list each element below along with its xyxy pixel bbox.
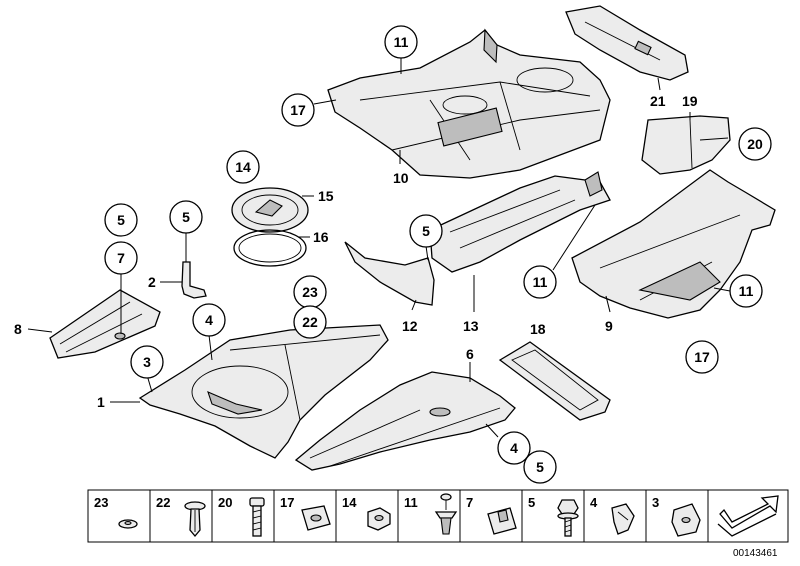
- part-10-underbody-shield: [327, 28, 611, 179]
- arrow-icon: [717, 495, 779, 537]
- callout-circle-14: 14: [226, 150, 260, 184]
- part-19-bracket-box: [641, 115, 731, 175]
- svg-text:4: 4: [205, 312, 213, 328]
- svg-text:5: 5: [117, 212, 125, 228]
- part-9-side-shield: [571, 169, 776, 319]
- callout-15: 15: [318, 188, 334, 204]
- callout-circle-17-left: 17: [281, 93, 315, 127]
- svg-text:22: 22: [302, 314, 318, 330]
- svg-text:17: 17: [290, 102, 306, 118]
- part-13-center-shield: [429, 171, 611, 273]
- legend-label-14: 14: [342, 495, 357, 510]
- svg-text:11: 11: [739, 283, 754, 299]
- clip-nut-icon: [301, 505, 331, 531]
- legend-label-17: 17: [280, 495, 294, 510]
- callout-13: 13: [463, 318, 479, 334]
- legend-cell-23: [87, 489, 151, 543]
- callout-circle-4-left: 4: [192, 303, 226, 337]
- legend-label-11: 11: [404, 495, 418, 510]
- callout-6: 6: [466, 346, 474, 362]
- legend-label-4: 4: [590, 495, 598, 510]
- legend-label-20: 20: [218, 495, 232, 510]
- callout-circle-11-center: 11: [523, 265, 557, 299]
- speed-nut-icon: [671, 503, 701, 537]
- callout-circle-5-b: 5: [169, 200, 203, 234]
- hex-nut-icon: [367, 507, 391, 531]
- expanding-rivet-icon: [184, 501, 206, 538]
- callout-circle-5-c: 5: [409, 214, 443, 248]
- part-1-front-shield: [138, 324, 389, 459]
- svg-text:5: 5: [182, 209, 190, 225]
- part-2-bracket: [181, 261, 207, 299]
- block-clip-icon: [487, 507, 517, 535]
- callout-19: 19: [682, 93, 698, 109]
- callout-circle-23: 23: [293, 275, 327, 309]
- callout-circle-20: 20: [738, 127, 772, 161]
- callout-9: 9: [605, 318, 613, 334]
- svg-text:5: 5: [422, 223, 430, 239]
- part-12-curved-panel: [344, 241, 435, 306]
- callout-18: 18: [530, 321, 546, 337]
- svg-text:11: 11: [394, 34, 409, 50]
- part-8-rail: [49, 289, 161, 359]
- part-21-air-duct: [565, 5, 689, 81]
- document-number: 00143461: [733, 548, 778, 559]
- callout-circle-7: 7: [104, 241, 138, 275]
- callout-12: 12: [402, 318, 418, 334]
- legend-label-3: 3: [652, 495, 659, 510]
- callout-8: 8: [14, 321, 22, 337]
- spring-clip-icon: [611, 503, 635, 535]
- svg-text:5: 5: [536, 459, 544, 475]
- svg-text:7: 7: [117, 250, 125, 266]
- push-rivet-icon: [434, 493, 458, 535]
- svg-text:14: 14: [235, 159, 251, 175]
- svg-text:3: 3: [143, 354, 151, 370]
- callout-circle-22: 22: [293, 305, 327, 339]
- callout-circle-4-right: 4: [497, 431, 531, 465]
- callout-2: 2: [148, 274, 156, 290]
- svg-text:17: 17: [694, 349, 710, 365]
- callout-16: 16: [313, 229, 329, 245]
- callout-circle-5-d: 5: [523, 450, 557, 484]
- hex-screw-icon: [557, 499, 579, 537]
- svg-text:4: 4: [510, 440, 518, 456]
- svg-text:20: 20: [747, 136, 763, 152]
- legend-label-22: 22: [156, 495, 170, 510]
- legend-label-23: 23: [94, 495, 108, 510]
- bolt-icon: [249, 497, 265, 537]
- part-16-gasket-ring: [233, 229, 307, 267]
- callout-circle-3: 3: [130, 345, 164, 379]
- legend-strip: 23 22 20 17 14 11 7 5 4 3: [87, 489, 789, 543]
- washer-icon: [118, 519, 138, 529]
- legend-label-7: 7: [466, 495, 473, 510]
- callout-1: 1: [97, 394, 105, 410]
- callout-circle-5-a: 5: [104, 203, 138, 237]
- part-15-cover-disc: [231, 187, 309, 233]
- callout-circle-11-top: 11: [384, 25, 418, 59]
- part-18-grille: [498, 341, 611, 421]
- legend-label-5: 5: [528, 495, 535, 510]
- svg-text:23: 23: [302, 284, 318, 300]
- svg-text:11: 11: [533, 274, 548, 290]
- callout-circle-17-right: 17: [685, 340, 719, 374]
- callout-21: 21: [650, 93, 666, 109]
- leader-lines: [27, 58, 731, 438]
- part-6-floor-shield: [294, 371, 516, 471]
- callout-10: 10: [393, 170, 409, 186]
- callout-circle-11-right: 11: [729, 274, 763, 308]
